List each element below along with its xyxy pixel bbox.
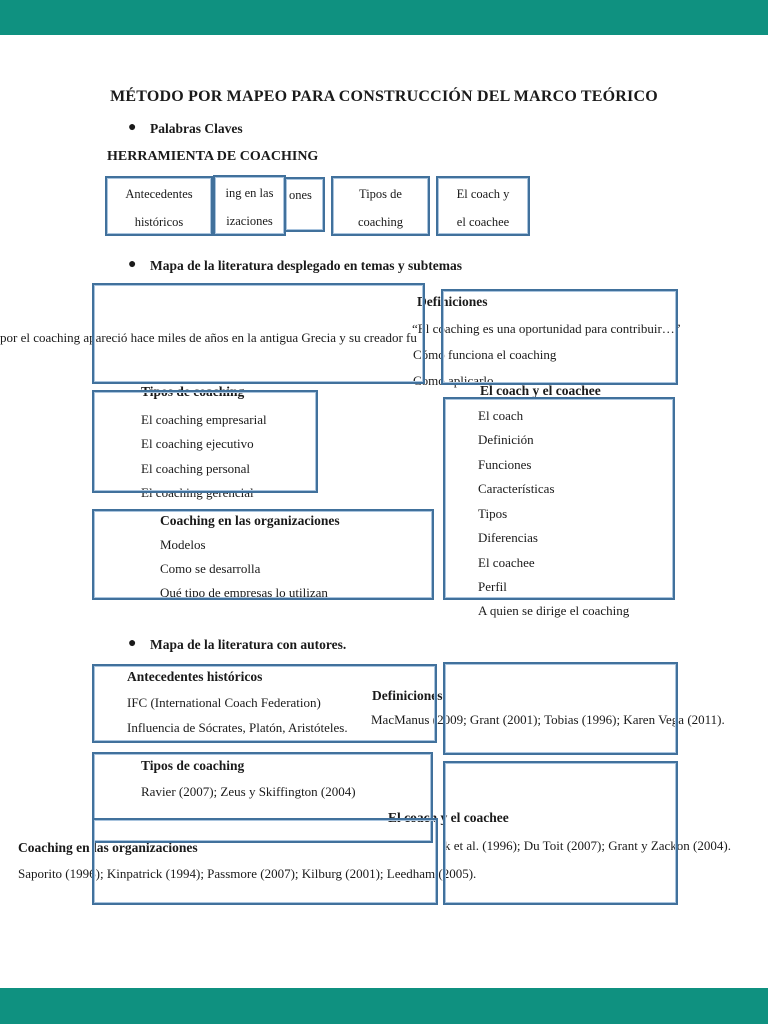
definiciones-title: Definiciones [417,294,488,309]
keyword-box-organizaciones-clipped: ing en las izaciones [213,175,286,236]
authors-antecedentes-item: Influencia de Sócrates, Platón, Aristóte… [127,720,348,735]
keyword-box-line: el coachee [456,215,510,229]
authors-definiciones-title: Definiciones [372,688,443,703]
coach-coachee-footer: A quien se dirige el coaching [478,603,630,618]
topic-box-organizaciones [92,509,434,600]
keyword-box-line: izaciones [226,214,273,228]
authors-tipos-title: Tipos de coaching [141,758,245,773]
topic-box-tipos [92,390,318,493]
bullet-mapa-autores: ● Mapa de la literatura con autores. [128,636,347,653]
keyword-box-line: El coach y [456,187,510,201]
coach-coachee-item: Diferencias [478,530,538,545]
authors-antecedentes-title: Antecedentes históricos [127,669,263,684]
coach-coachee-item: El coachee [478,555,535,570]
tipos-item: El coaching personal [141,461,251,476]
doc-title: MÉTODO POR MAPEO PARA CONSTRUCCIÓN DEL M… [110,88,658,105]
keyword-box-definiciones-clipped: ones [284,177,325,232]
bullet-mapa-temas: ● Mapa de la literatura desplegado en te… [128,257,462,274]
bullet-icon: ● [128,257,137,272]
authors-tipos-authors: Ravier (2007); Zeus y Skiffington (2004) [141,784,356,799]
viewer-bottom-bar [0,988,768,1024]
keyword-box-line: Tipos de [359,187,402,201]
bullet-palabras-claves: ● Palabras Claves [128,120,243,137]
tipos-item: El coaching empresarial [141,412,267,427]
bullet-palabras-claves-label: Palabras Claves [150,121,243,136]
coach-coachee-item: Definición [478,432,534,447]
authors-coach-coachee-title: El coach y el coachee [388,810,509,825]
bullet-icon: ● [128,120,137,135]
topic-box-antecedentes [92,283,425,384]
authors-organizaciones-title: Coaching en las organizaciones [18,840,198,855]
section-herramienta: HERRAMIENTA DE COACHING [107,149,319,164]
keyword-box-line: ones [289,188,312,202]
organizaciones-item: Modelos [160,537,206,552]
coach-coachee-item: Funciones [478,457,532,472]
coach-coachee-title: El coach y el coachee [480,383,601,398]
authors-antecedentes-item: IFC (International Coach Federation) [127,695,321,710]
keyword-box-antecedentes: Antecedentes históricos [105,176,213,236]
coach-coachee-item: Perfil [478,579,507,594]
overflow-text-grecia: por el coaching apareció hace miles de a… [0,330,417,345]
authors-coach-coachee-authors: k et al. (1996); Du Toit (2007); Grant y… [444,838,731,853]
coach-coachee-item: Características [478,481,555,496]
organizaciones-title: Coaching en las organizaciones [160,513,340,528]
bullet-mapa-temas-label: Mapa de la literatura desplegado en tema… [150,258,462,273]
coach-coachee-item: Tipos [478,506,508,521]
viewer-top-bar [0,0,768,35]
authors-box-tipos [92,752,433,843]
authors-box-definiciones [443,662,678,755]
tipos-item: El coaching ejecutivo [141,436,254,451]
keyword-box-line: coaching [357,215,404,229]
keyword-box-line: Antecedentes [125,187,193,201]
definiciones-quote: “El coaching es una oportunidad para con… [412,321,681,336]
authors-box-coach-coachee [443,761,678,905]
topic-box-coach-coachee [443,397,675,600]
keyword-box-line: históricos [134,215,184,229]
authors-organizaciones-authors: Saporito (1996); Kinpatrick (1994); Pass… [18,866,477,881]
organizaciones-item: Como se desarrolla [160,561,261,576]
authors-box-antecedentes [92,664,437,743]
topic-box-definiciones [441,289,678,385]
coach-coachee-item: El coach [478,408,524,423]
keyword-box-line: ing en las [225,186,274,200]
bullet-mapa-autores-label: Mapa de la literatura con autores. [150,637,347,652]
definiciones-item: Cómo funciona el coaching [413,347,557,362]
organizaciones-item: Qué tipo de empresas lo utilizan [160,585,328,600]
authors-box-organizaciones [92,818,438,905]
bullet-icon: ● [128,636,137,651]
authors-definiciones-authors: MacManus (2009; Grant (2001); Tobias (19… [371,712,725,727]
keyword-box-coach-coachee: El coach y el coachee [436,176,530,236]
keyword-box-tipos: Tipos de coaching [331,176,430,236]
